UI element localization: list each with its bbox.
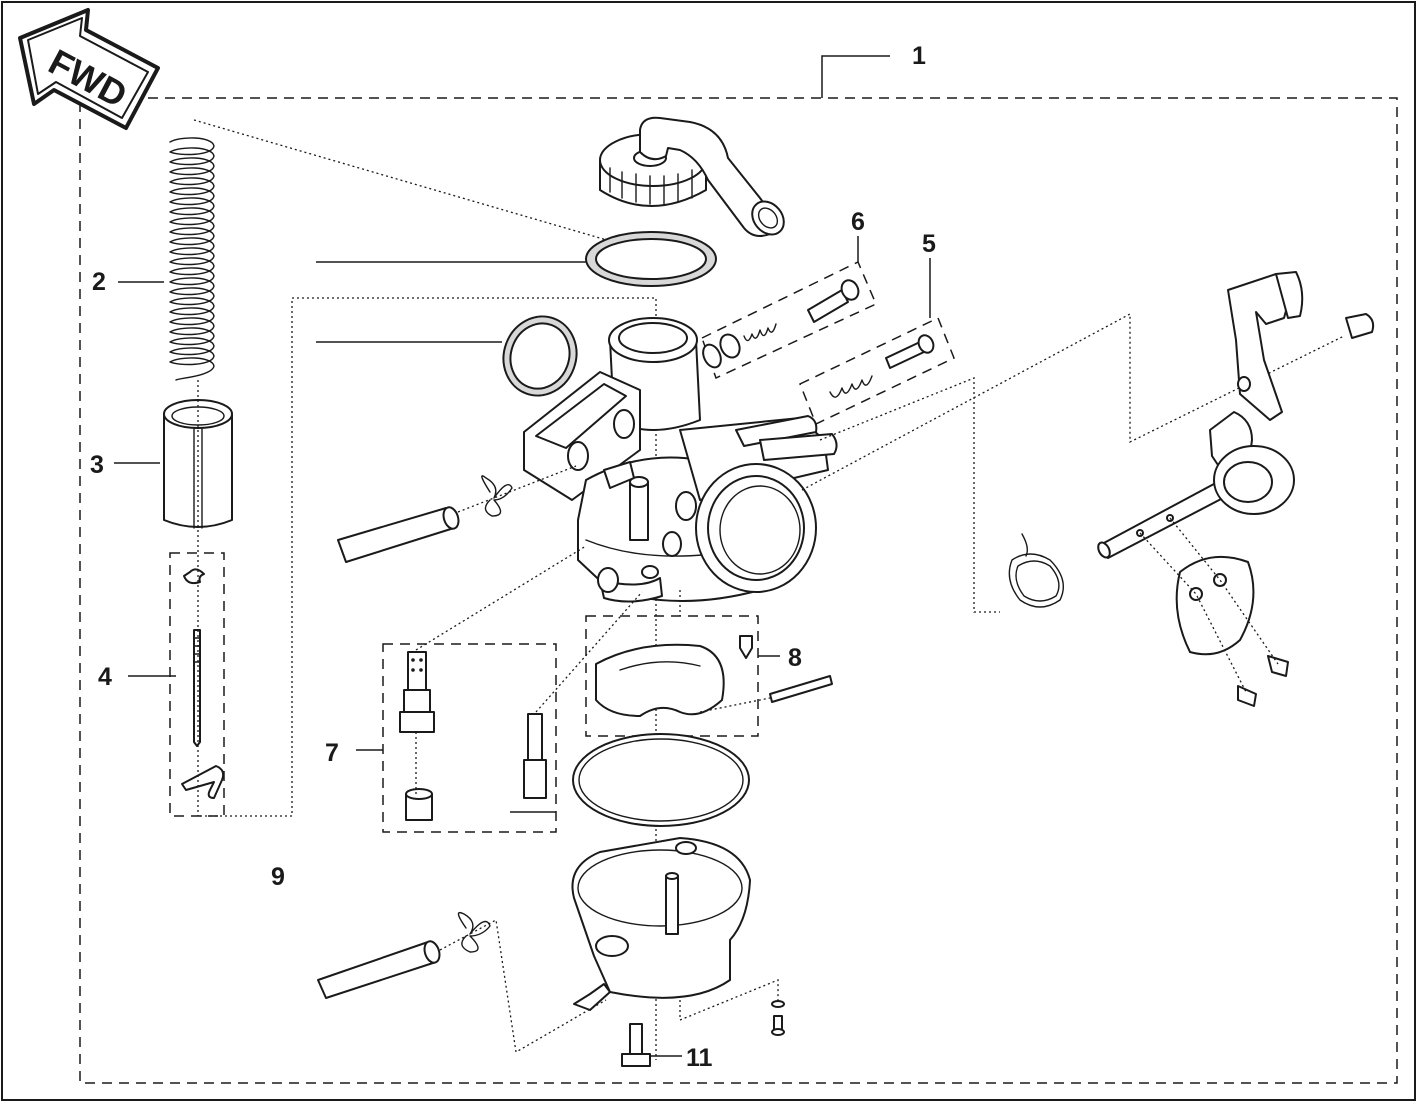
body-o-ring xyxy=(502,315,578,397)
float-bowl-gasket xyxy=(572,733,750,827)
cap-gasket xyxy=(585,231,717,287)
fwd-arrow-badge: FWD xyxy=(18,8,160,130)
callout-7: 7 xyxy=(325,739,339,767)
choke-lever-assembly xyxy=(1008,271,1375,707)
callout-11: 11 xyxy=(686,1044,713,1072)
float-assembly xyxy=(595,635,833,717)
drain-screw-set xyxy=(621,1000,785,1067)
idle-screw-kit xyxy=(799,316,955,426)
carburetor-top-cap xyxy=(599,116,785,237)
callout-3: 3 xyxy=(90,451,104,479)
jet-needle xyxy=(181,568,225,799)
callout-2: 2 xyxy=(92,268,106,296)
callout-6: 6 xyxy=(851,208,865,236)
callout-5: 5 xyxy=(922,230,936,258)
throttle-spring xyxy=(169,137,215,381)
jet-kit-group xyxy=(382,643,557,833)
carburetor-body xyxy=(523,317,838,603)
float-bowl xyxy=(571,837,751,1011)
assembly-boundary xyxy=(79,97,1398,1084)
throttle-slide xyxy=(163,399,233,529)
needle-kit-group xyxy=(169,552,225,817)
pilot-screw-kit xyxy=(701,260,877,380)
callout-9: 9 xyxy=(271,863,285,891)
fuel-hose-lower xyxy=(317,911,491,999)
callout-1: 1 xyxy=(912,42,926,70)
callout-8: 8 xyxy=(788,644,802,672)
callout-4: 4 xyxy=(98,663,112,691)
main-jet-set xyxy=(399,651,547,821)
fuel-hose-upper xyxy=(337,475,513,563)
